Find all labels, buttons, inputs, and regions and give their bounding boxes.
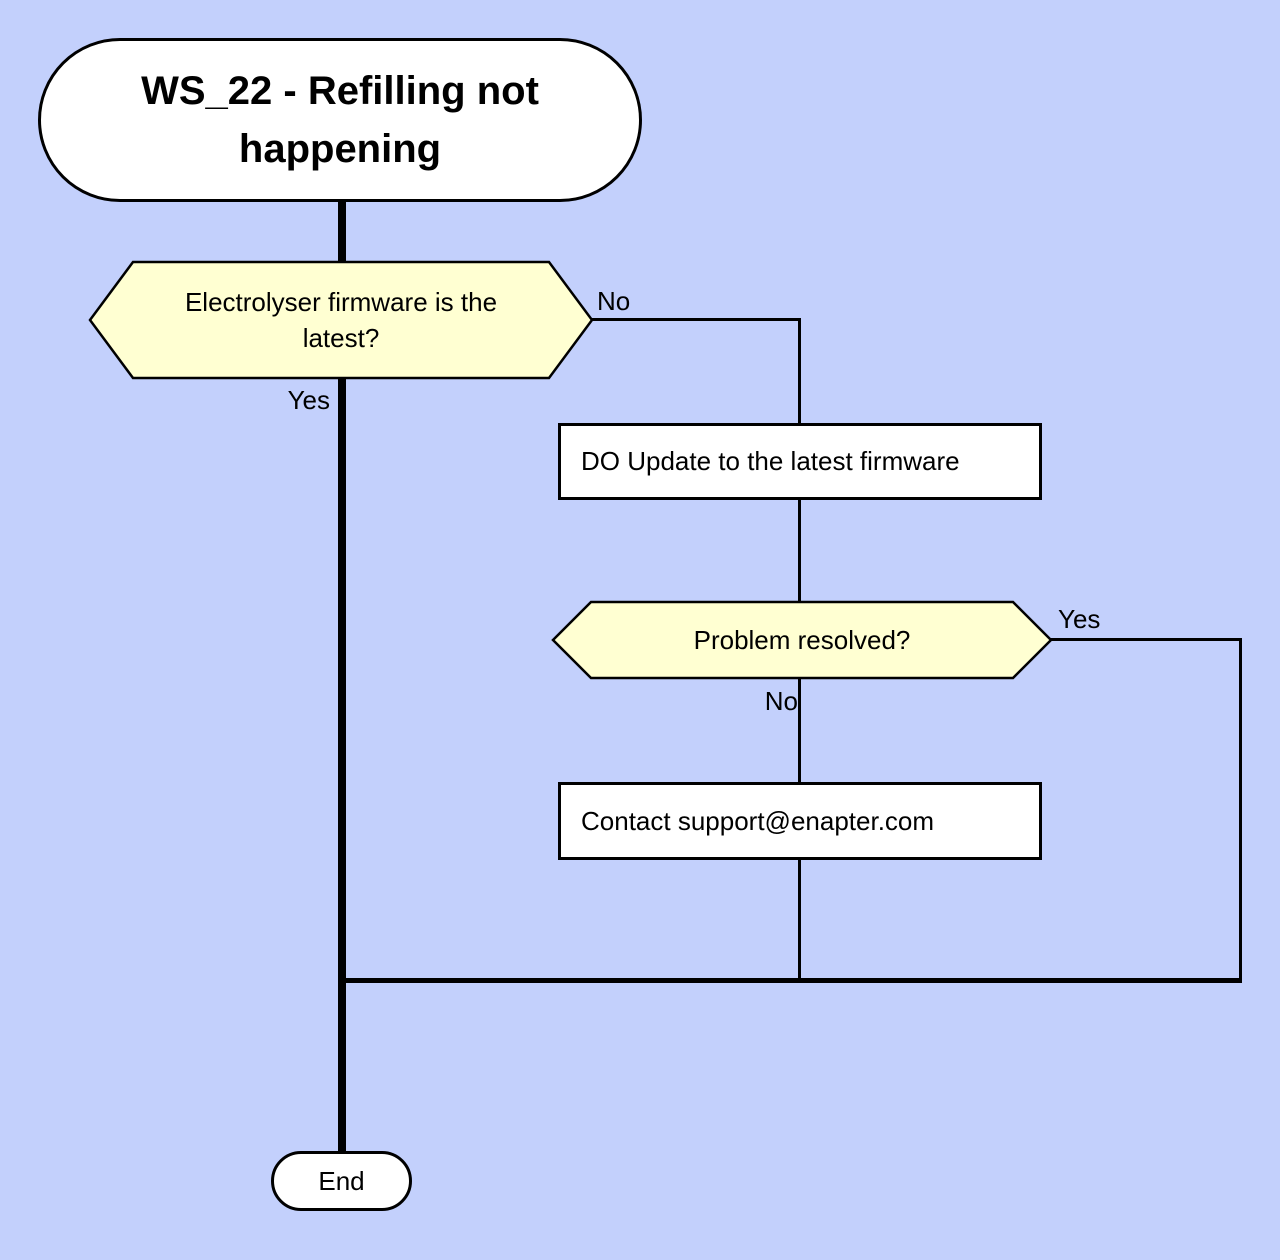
- main-path-vertical-line: [338, 200, 346, 1154]
- edge-label-decision2-no: No: [764, 686, 798, 716]
- start-node-label: WS_22 - Refilling not happening: [141, 69, 539, 171]
- start-node: WS_22 - Refilling not happening: [38, 38, 642, 202]
- decision-problem-resolved: Problem resolved?: [551, 600, 1053, 680]
- decision-firmware-latest-label: Electrolyser firmware is the latest?: [184, 287, 498, 353]
- decision-problem-resolved-label: Problem resolved?: [693, 625, 911, 655]
- junction-horizontal-line: [338, 978, 1242, 983]
- edge-label-decision1-yes: Yes: [287, 385, 330, 415]
- end-node-label: End: [318, 1165, 365, 1196]
- process-update-firmware: DO Update to the latest firmware: [558, 423, 1042, 500]
- decision1-no-line-horizontal: [592, 318, 801, 321]
- decision-hexagon-shape: [88, 260, 594, 380]
- process-contact-support-label: Contact support@enapter.com: [581, 805, 935, 836]
- end-node: End: [271, 1151, 412, 1211]
- yes-branch-vertical-line: [1239, 638, 1242, 983]
- decision2-yes-line-horizontal: [1049, 638, 1242, 641]
- decision-firmware-latest: Electrolyser firmware is the latest?: [88, 260, 594, 380]
- edge-label-decision2-yes: Yes: [1058, 604, 1101, 634]
- edge-label-decision1-no: No: [597, 286, 631, 316]
- process-contact-support: Contact support@enapter.com: [558, 782, 1042, 860]
- decision-hexagon-shape: [551, 600, 1053, 680]
- process-update-firmware-label: DO Update to the latest firmware: [581, 446, 960, 476]
